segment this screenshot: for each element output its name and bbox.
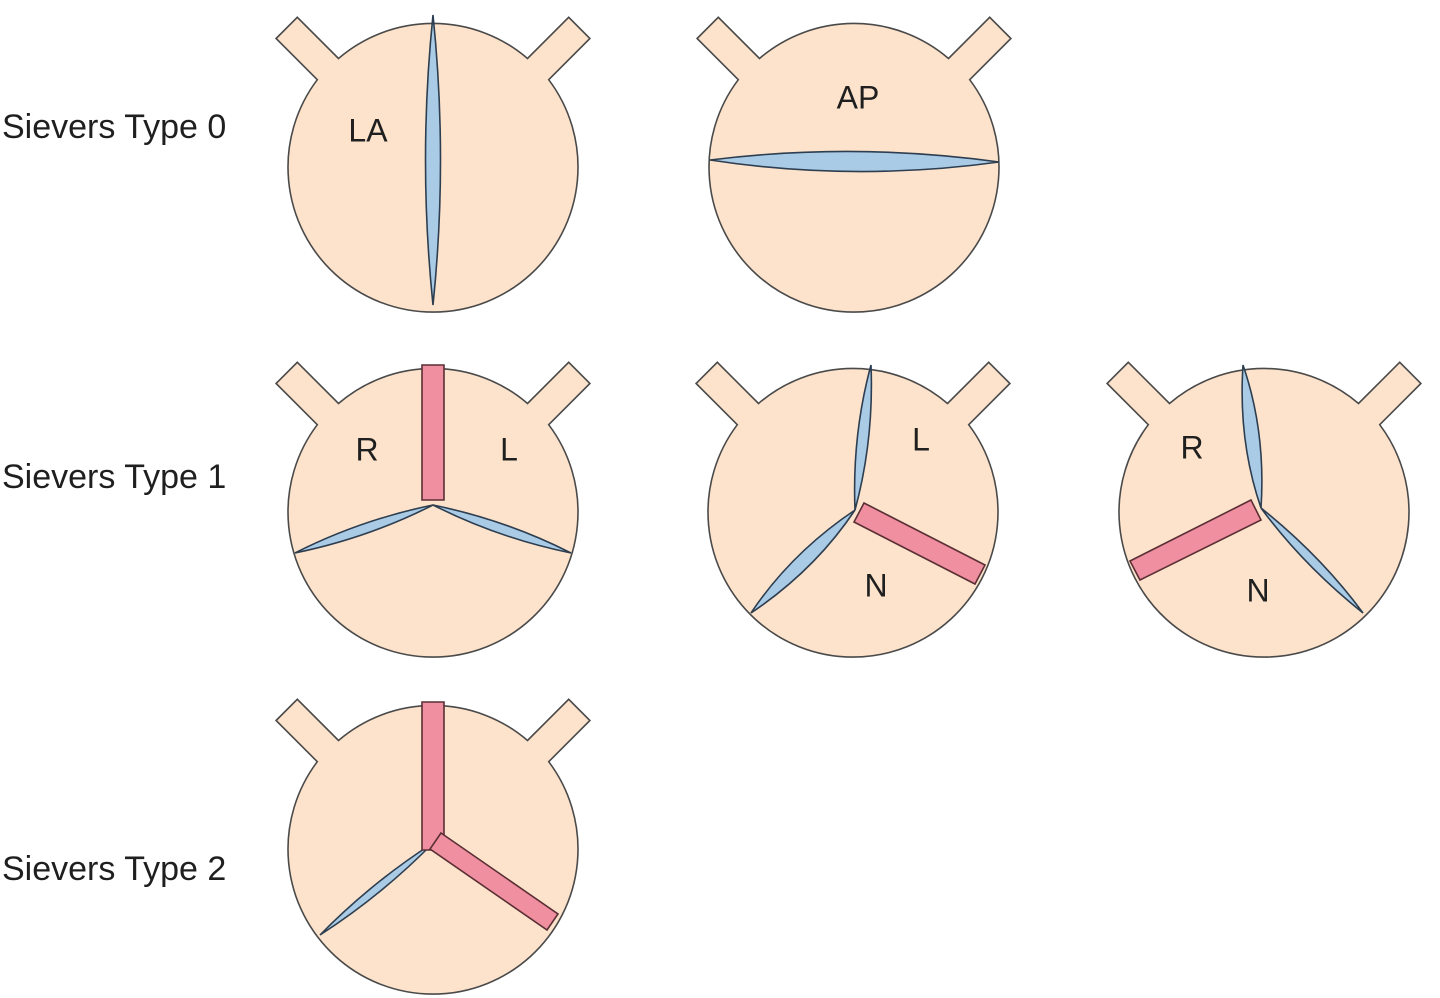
valve-body [274, 361, 592, 658]
valve-type1-rl: R L [274, 361, 592, 658]
raphe [852, 501, 987, 586]
valve-body [694, 361, 1012, 658]
valve-type0-ap: AP [695, 16, 1013, 313]
commissure-leaflet [294, 504, 434, 554]
row-label-type1: Sievers Type 1 [2, 458, 226, 496]
valve-type0-la: LA [274, 14, 592, 313]
cusp-label-la: LA [348, 112, 388, 148]
cusp-label-r: R [1180, 429, 1203, 465]
raphe [428, 831, 560, 932]
commissure-leaflet [424, 14, 442, 306]
cusp-label-n: N [864, 567, 887, 603]
row-label-type0: Sievers Type 0 [2, 108, 226, 146]
commissure-leaflet [432, 504, 572, 554]
raphe [421, 701, 445, 851]
raphe [421, 364, 445, 501]
cusp-label-ap: AP [837, 79, 880, 115]
cusp-label-r: R [355, 431, 378, 467]
commissure-leaflet [319, 842, 434, 936]
commissure-leaflet [1260, 507, 1364, 614]
commissure-leaflet [750, 509, 856, 614]
cusp-label-n: N [1246, 572, 1269, 608]
commissure-leaflet [709, 150, 1000, 173]
cusp-label-l: L [912, 421, 930, 457]
valve-type2 [274, 698, 592, 995]
cusp-label-l: L [500, 431, 518, 467]
raphe [1128, 498, 1263, 582]
valve-type1-rn: R N [1105, 361, 1423, 658]
valve-type1-ln: L N [694, 361, 1012, 658]
row-label-type2: Sievers Type 2 [2, 850, 226, 888]
